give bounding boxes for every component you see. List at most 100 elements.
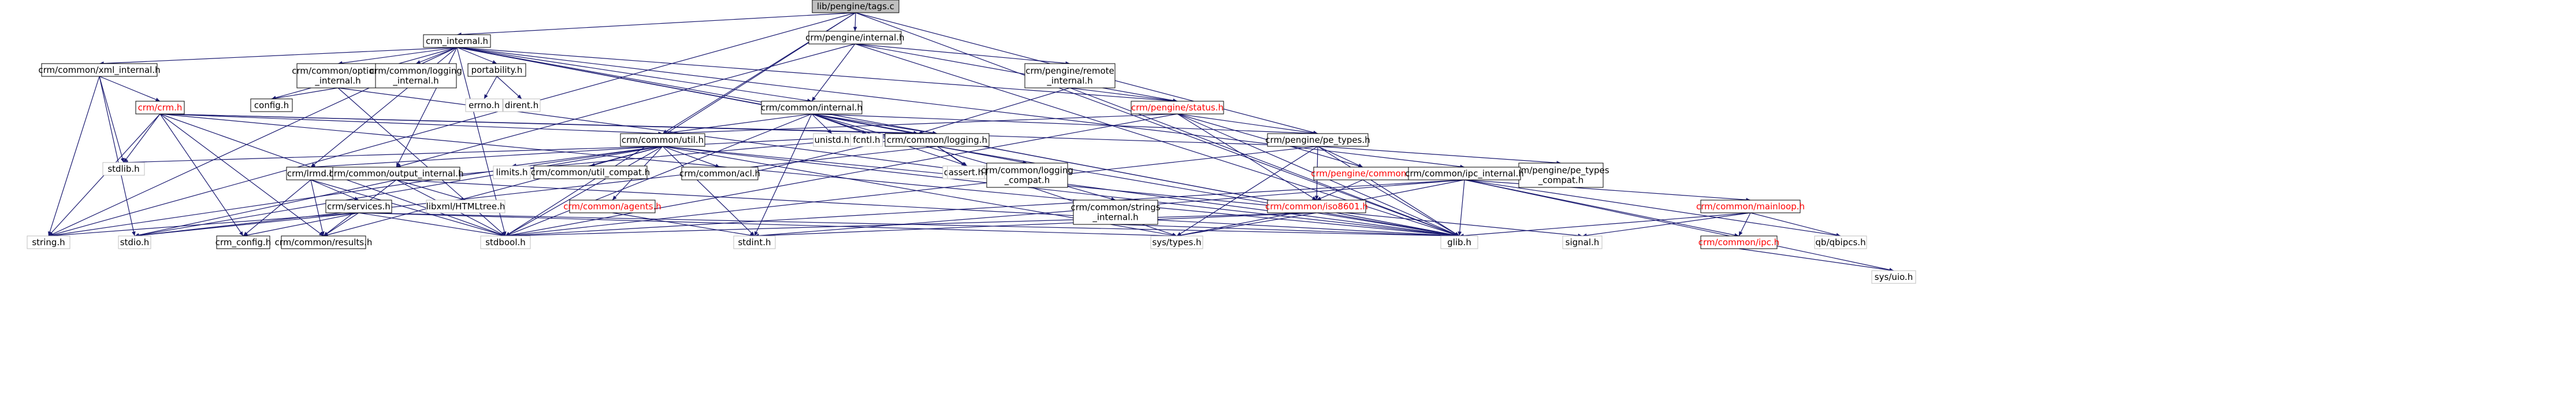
node-box <box>27 235 70 249</box>
edge-common_internal-to-strings_internal <box>811 113 1116 201</box>
node-pe_types[interactable]: crm/pengine/pe_types.h <box>1265 133 1370 147</box>
node-box <box>493 165 531 179</box>
edge-xml_internal-to-crm_h <box>99 76 161 102</box>
edge-crm_internal-to-ipc_internal <box>456 47 1465 169</box>
edge-ipc_internal-to-qbipcs <box>1464 179 1841 238</box>
node-strings_internal[interactable]: crm/common/strings_internal.h <box>1070 200 1161 225</box>
edge-pe_types-to-stdbool <box>505 146 1318 238</box>
node-pengine_status[interactable]: crm/pengine/status.h <box>1131 101 1224 115</box>
node-pengine_remote[interactable]: crm/pengine/remote_internal.h <box>1024 63 1116 88</box>
edge-strings_internal-to-glib <box>1115 224 1460 238</box>
node-iso8601[interactable]: crm/common/iso8601.h <box>1265 200 1368 213</box>
edge-root-to-pengine_internal <box>853 12 857 32</box>
node-label: crm/common/iso8601.h <box>1265 201 1368 212</box>
node-box <box>850 133 883 147</box>
edge-common_logging-to-assert <box>936 146 967 167</box>
node-box <box>216 235 270 249</box>
edge-xml_internal-to-stdlib <box>99 76 125 163</box>
edge-pe_types-to-glib <box>1317 146 1460 237</box>
node-ipc_internal[interactable]: crm/common/ipc_internal.h <box>1405 167 1524 180</box>
node-pe_types_compat[interactable]: crm/pengine/pe_types_compat.h <box>1512 163 1609 188</box>
node-box <box>808 31 902 45</box>
node-lrmd[interactable]: crm/lrmd.h <box>286 167 336 180</box>
node-label: _internal.h <box>392 76 438 87</box>
node-fcntl: fcntl.h <box>850 133 883 147</box>
node-label: _compat.h <box>1004 175 1050 186</box>
node-logging_compat[interactable]: crm/common/logging_compat.h <box>981 163 1073 188</box>
node-box <box>503 98 541 112</box>
node-unistd: unistd.h <box>813 133 851 147</box>
node-label: stdbool.h <box>485 237 526 248</box>
edge-iso8601-to-stdint <box>754 212 1317 238</box>
node-output_internal[interactable]: crm/common/output_internal.h <box>329 167 464 180</box>
node-box <box>1700 235 1778 249</box>
node-ipc_h[interactable]: crm/common/ipc.h <box>1698 235 1779 249</box>
node-box <box>250 98 293 112</box>
node-xml_internal[interactable]: crm/common/xml_internal.h <box>38 63 161 77</box>
node-util_compat[interactable]: crm/common/util_compat.h <box>531 165 650 179</box>
edge-common_internal-to-unistd <box>811 113 832 134</box>
node-assert: assert.h <box>947 165 985 179</box>
edge-pengine_internal-to-output_internal <box>396 43 856 168</box>
edge-portability-to-errno <box>484 76 497 99</box>
node-crm_config[interactable]: crm_config.h <box>215 235 271 249</box>
edge-pengine_status-to-pe_types <box>1177 113 1318 135</box>
node-crm_internal[interactable]: crm_internal.h <box>423 34 491 48</box>
node-libxml_HTMLtree: libxml/HTMLtree.h <box>426 200 505 213</box>
edge-iso8601-to-glib <box>1316 212 1460 238</box>
node-portability[interactable]: portability.h <box>467 63 526 77</box>
node-services[interactable]: crm/services.h <box>325 200 392 213</box>
node-common_logging[interactable]: crm/common/logging.h <box>884 133 990 147</box>
edge-root-to-crm_internal <box>456 12 856 36</box>
node-label: stdio.h <box>120 237 150 248</box>
edge-crm_h-to-stdlib <box>123 113 161 163</box>
node-label: portability.h <box>471 65 523 75</box>
edge-pengine_internal-to-pengine_status <box>854 43 1178 102</box>
node-label: glib.h <box>1447 237 1471 248</box>
edge-ipc_internal-to-mainloop <box>1464 179 1751 202</box>
node-label: crm/common/ipc_internal.h <box>1405 168 1523 179</box>
node-box <box>41 63 158 77</box>
edge-crm_internal-to-common_logging <box>456 47 938 135</box>
node-config[interactable]: config.h <box>250 98 293 112</box>
node-pengine_common[interactable]: crm/pengine/common.h <box>1311 167 1415 180</box>
edge-pengine_internal-to-pengine_remote <box>854 43 1070 65</box>
node-stdint: stdint.h <box>733 235 776 249</box>
node-label: crm/common/util_compat.h <box>531 167 650 178</box>
node-box <box>1267 133 1369 147</box>
node-options_internal[interactable]: crm/common/options_internal.h <box>292 63 384 88</box>
node-label: _internal.h <box>1046 76 1092 87</box>
node-box <box>465 98 503 112</box>
node-common_internal[interactable]: crm/common/internal.h <box>761 101 863 115</box>
node-pengine_internal[interactable]: crm/pengine/internal.h <box>805 31 905 45</box>
edge-lrmd-to-stdbool <box>310 179 506 237</box>
edge-pengine_common-to-glib <box>1362 179 1460 237</box>
node-label: crm/pengine/remote <box>1025 66 1114 76</box>
node-common_acl[interactable]: crm/common/acl.h <box>679 167 760 180</box>
node-label: crm/common/mainloop.h <box>1696 201 1805 212</box>
node-root[interactable]: lib/pengine/tags.c <box>812 0 899 13</box>
node-sys_types: sys/types.h <box>1150 235 1203 249</box>
node-box <box>569 200 656 213</box>
node-mainloop[interactable]: crm/common/mainloop.h <box>1696 200 1805 213</box>
node-label: crm_internal.h <box>426 36 488 47</box>
edge-crm_h-to-libxml_tree <box>159 113 919 136</box>
edge-pengine_remote-to-libxml_tree <box>917 87 1070 135</box>
edge-common_internal-to-stdbool <box>505 113 812 237</box>
node-label: qb/qbipcs.h <box>1815 237 1865 248</box>
node-crm_h[interactable]: crm/crm.h <box>135 101 185 115</box>
node-common_util[interactable]: crm/common/util.h <box>620 133 705 147</box>
edge-lrmd-to-results <box>310 179 325 237</box>
node-box <box>733 235 776 249</box>
edge-services-to-crm_config <box>243 212 359 237</box>
node-label: fcntl.h <box>853 135 880 145</box>
node-logging_internal[interactable]: crm/common/logging_internal.h <box>370 63 462 88</box>
node-string_h: string.h <box>27 235 70 249</box>
node-results[interactable]: crm/common/results.h <box>275 235 373 249</box>
node-agents[interactable]: crm/common/agents.h <box>563 200 661 213</box>
node-box <box>1024 63 1116 88</box>
node-label: crm/pengine/pe_types.h <box>1265 135 1370 146</box>
node-label: dirent.h <box>505 100 538 110</box>
node-label: crm_config.h <box>215 237 271 248</box>
edge-services-to-sys_types <box>358 212 1177 238</box>
